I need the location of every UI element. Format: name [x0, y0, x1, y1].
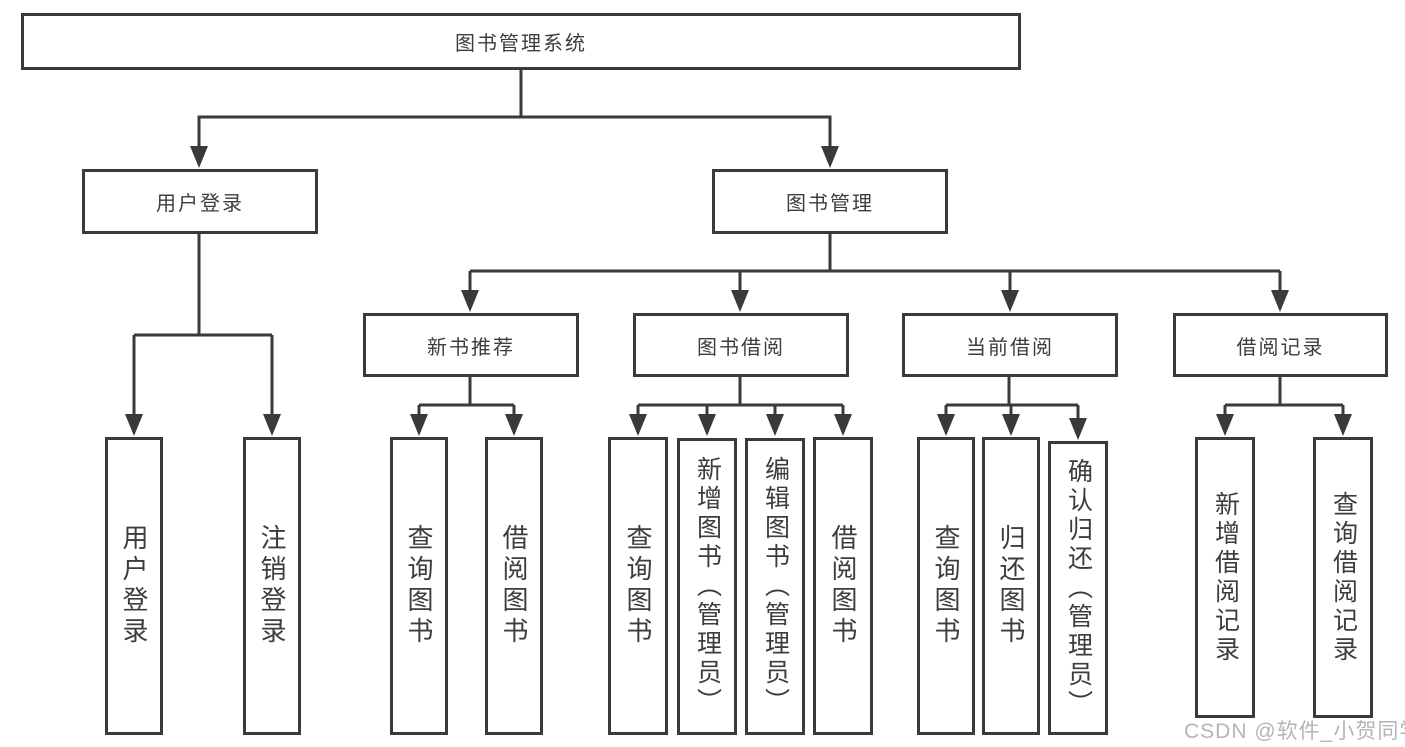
node-label: 查询图书 — [931, 524, 961, 648]
node-label: 图书管理 — [786, 193, 874, 215]
leaf-query-borrow-record: 查询借阅记录 — [1313, 437, 1373, 718]
leaf-query-book-current: 查询图书 — [917, 437, 975, 735]
leaf-query-book-recommend: 查询图书 — [390, 437, 448, 735]
leaf-confirm-return-admin: 确认归还（管理员） — [1048, 441, 1108, 735]
node-label: 借阅图书 — [499, 524, 529, 648]
node-library-management-system: 图书管理系统 — [21, 13, 1021, 70]
node-book-borrowing: 图书借阅 — [633, 313, 849, 377]
leaf-return-book: 归还图书 — [982, 437, 1040, 735]
node-label: 图书借阅 — [697, 336, 785, 359]
node-user-login: 用户登录 — [82, 169, 318, 234]
node-label: 查询借阅记录 — [1329, 490, 1358, 665]
node-label: 注销登录 — [257, 524, 287, 648]
leaf-query-book-borrow: 查询图书 — [608, 437, 668, 735]
leaf-add-borrow-record: 新增借阅记录 — [1195, 437, 1255, 718]
node-label: 当前借阅 — [966, 336, 1054, 359]
node-label: 新增借阅记录 — [1211, 490, 1240, 665]
node-label: 借阅记录 — [1236, 336, 1325, 359]
node-label: 用户登录 — [119, 524, 149, 648]
node-label: 用户登录 — [156, 193, 244, 215]
node-label: 图书管理系统 — [455, 33, 587, 55]
node-label: 新增图书（管理员） — [693, 456, 722, 717]
leaf-edit-book-admin: 编辑图书（管理员） — [745, 438, 805, 735]
node-label: 确认归还（管理员） — [1064, 457, 1093, 719]
leaf-borrow-book-recommend: 借阅图书 — [485, 437, 543, 735]
leaf-user-login: 用户登录 — [105, 437, 163, 735]
node-label: 查询图书 — [404, 524, 434, 648]
node-label: 归还图书 — [996, 524, 1026, 648]
node-label: 新书推荐 — [427, 336, 515, 359]
node-label: 编辑图书（管理员） — [761, 456, 790, 717]
node-book-management: 图书管理 — [712, 169, 948, 234]
node-label: 借阅图书 — [828, 524, 858, 648]
leaf-add-book-admin: 新增图书（管理员） — [677, 438, 737, 735]
node-current-borrowing: 当前借阅 — [902, 313, 1118, 377]
leaf-borrow-book: 借阅图书 — [813, 437, 873, 735]
csdn-watermark: CSDN @软件_小贺同学 — [1184, 720, 1405, 743]
node-borrowing-records: 借阅记录 — [1173, 313, 1388, 377]
node-new-book-recommend: 新书推荐 — [363, 313, 579, 377]
node-label: 查询图书 — [623, 524, 653, 648]
leaf-logout: 注销登录 — [243, 437, 301, 735]
